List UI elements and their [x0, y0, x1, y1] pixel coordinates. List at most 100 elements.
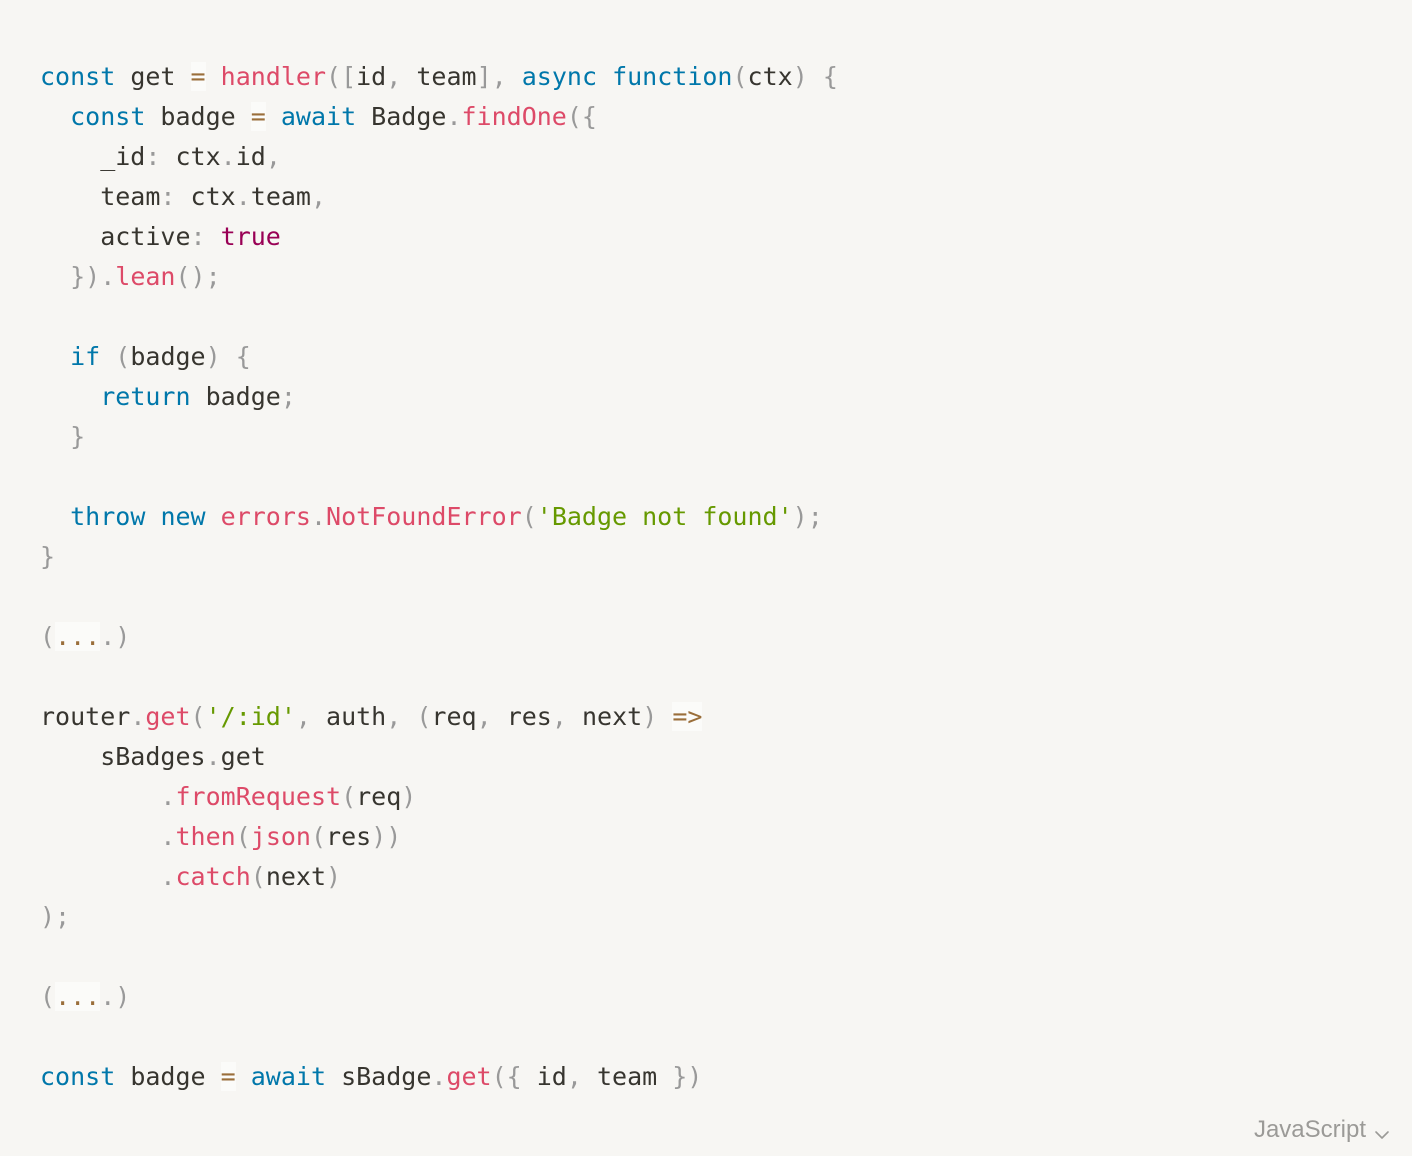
code-token-plain: team: [40, 182, 161, 211]
code-token-plain: ctx: [175, 182, 236, 211]
code-line: }: [40, 537, 838, 577]
code-token-plain: [206, 502, 221, 531]
code-token-punct: );: [792, 502, 823, 531]
code-token-punct: (: [732, 62, 748, 91]
code-token-punct: (: [40, 622, 56, 651]
code-line: [40, 457, 838, 497]
code-token-plain: [206, 62, 221, 91]
code-token-plain: [507, 62, 522, 91]
code-token-plain: res: [326, 822, 372, 851]
code-token-keyword: await: [280, 102, 357, 131]
code-token-function: NotFoundError: [326, 502, 522, 531]
chevron-down-icon: [1374, 1122, 1390, 1139]
code-token-plain: sBadges: [40, 742, 206, 771]
code-token-punct: ();: [175, 262, 221, 291]
code-token-punct: ,: [310, 182, 327, 211]
code-content[interactable]: const get = handler([id, team], async fu…: [40, 57, 838, 1097]
code-token-string: 'Badge not found': [536, 502, 793, 531]
code-token-punct: ({: [491, 1062, 522, 1091]
code-token-function: catch: [175, 862, 251, 891]
code-token-punct: }: [40, 542, 56, 571]
code-token-punct: (: [235, 822, 251, 851]
code-token-punct: ,: [265, 142, 281, 171]
code-token-punct: (: [521, 502, 537, 531]
code-token-plain: res: [491, 702, 552, 731]
code-token-punct: ,: [551, 702, 567, 731]
code-line: [40, 1017, 838, 1057]
code-token-punct: ;: [280, 382, 296, 411]
code-token-plain: [40, 262, 70, 291]
code-line: .then(json(res)): [40, 817, 838, 857]
code-token-punct: .: [160, 822, 176, 851]
code-token-punct: :: [160, 182, 176, 211]
code-token-plain: [40, 342, 70, 371]
code-line: .catch(next): [40, 857, 838, 897]
code-token-keyword: throw: [70, 502, 146, 531]
code-token-function: json: [250, 822, 311, 851]
code-token-punct: );: [40, 902, 71, 931]
code-line: team: ctx.team,: [40, 177, 838, 217]
code-token-punct: (: [341, 782, 357, 811]
code-token-punct: }): [672, 1062, 703, 1091]
language-label: JavaScript: [1253, 1116, 1366, 1143]
code-token-plain: [657, 702, 672, 731]
code-line: );: [40, 897, 838, 937]
code-token-punct: (: [310, 822, 327, 851]
code-token-plain: next: [566, 702, 643, 731]
code-token-plain: [206, 222, 221, 251]
code-line: (....): [40, 617, 838, 657]
code-token-plain: badge: [190, 382, 281, 411]
code-token-punct: ,: [386, 62, 402, 91]
code-line: _id: ctx.id,: [40, 137, 838, 177]
code-token-punct: .: [220, 142, 236, 171]
code-token-function: get: [446, 1062, 492, 1091]
code-token-punct: :: [145, 142, 161, 171]
code-token-keyword: await: [250, 1062, 327, 1091]
code-token-plain: req: [431, 702, 477, 731]
code-token-punct: (: [115, 342, 131, 371]
language-selector[interactable]: JavaScript: [1254, 1116, 1390, 1144]
code-token-plain: active: [40, 222, 191, 251]
code-token-plain: [40, 502, 70, 531]
code-token-keyword: if: [70, 342, 101, 371]
code-token-punct: ): [642, 702, 658, 731]
code-token-punct: ): [205, 342, 221, 371]
code-token-plain: [100, 342, 115, 371]
code-token-keyword: new: [160, 502, 206, 531]
code-token-keyword: const: [40, 62, 116, 91]
code-token-plain: team: [401, 62, 477, 91]
code-token-punct: ): [115, 982, 131, 1011]
code-token-plain: badge: [130, 342, 206, 371]
code-token-punct: ({: [566, 102, 597, 131]
code-token-plain: [40, 782, 160, 811]
code-token-plain: next: [265, 862, 327, 891]
code-token-punct: .: [160, 782, 176, 811]
code-token-operator: =: [190, 62, 206, 91]
code-token-punct: ): [115, 622, 131, 651]
code-token-plain: [40, 862, 160, 891]
code-token-punct: ],: [476, 62, 507, 91]
code-token-punct: {: [822, 62, 838, 91]
code-token-plain: [40, 822, 160, 851]
code-token-plain: [401, 702, 416, 731]
code-line: }).lean();: [40, 257, 838, 297]
code-token-plain: team: [250, 182, 311, 211]
code-token-function: errors: [220, 502, 311, 531]
code-token-punct: :: [190, 222, 206, 251]
code-token-function: lean: [115, 262, 176, 291]
code-token-punct: .: [205, 742, 221, 771]
code-token-plain: auth: [310, 702, 387, 731]
code-token-punct: {: [235, 342, 251, 371]
code-token-plain: [145, 502, 160, 531]
code-token-operator: =>: [672, 702, 703, 731]
code-token-plain: ctx: [747, 62, 793, 91]
code-line: throw new errors.NotFoundError('Badge no…: [40, 497, 838, 537]
code-token-plain: team: [581, 1062, 673, 1091]
code-token-operator: =: [250, 102, 266, 131]
code-token-punct: )): [371, 822, 402, 851]
code-token-plain: get: [220, 742, 266, 771]
code-line: [40, 577, 838, 617]
code-token-plain: id: [356, 62, 387, 91]
code-line: sBadges.get: [40, 737, 838, 777]
